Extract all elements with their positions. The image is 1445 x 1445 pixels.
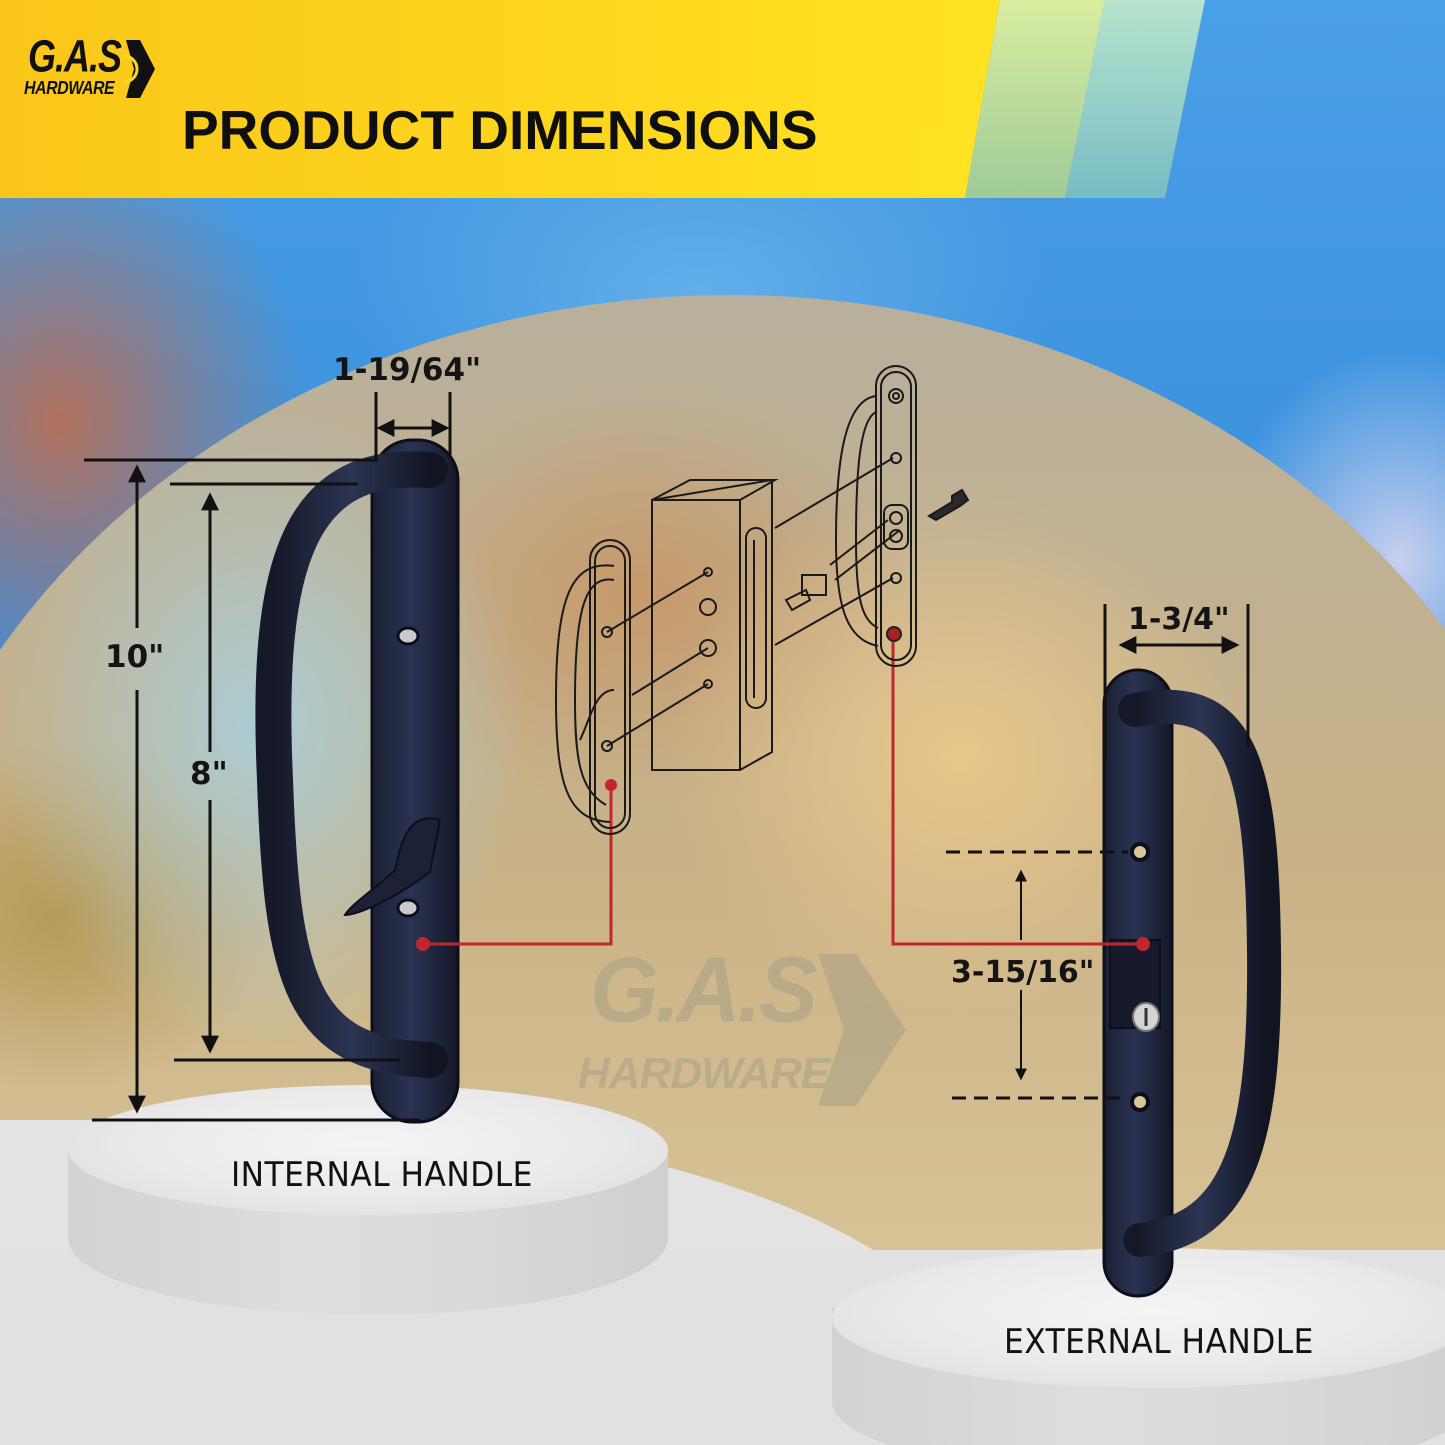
internal-dimension-lines bbox=[84, 392, 452, 1122]
internal-handle bbox=[255, 438, 460, 1124]
latch-lever-icon bbox=[343, 817, 442, 917]
banner-yellow bbox=[0, 0, 1000, 198]
dim-projection: 1-3/4" bbox=[1128, 602, 1230, 637]
dim-overall-height: 10" bbox=[105, 639, 165, 675]
screw-hole-icon bbox=[396, 626, 420, 646]
page-title: PRODUCT DIMENSIONS bbox=[182, 99, 818, 161]
screw-hole-icon bbox=[396, 898, 420, 918]
screw-hole-icon bbox=[1130, 842, 1150, 862]
logo-text-hardware: HARDWARE bbox=[24, 78, 115, 99]
pedestal-external: EXTERNAL HANDLE bbox=[832, 1248, 1445, 1445]
external-dimension-lines bbox=[946, 604, 1250, 1100]
exploded-assembly-diagram bbox=[554, 365, 970, 835]
external-handle-label: EXTERNAL HANDLE bbox=[1004, 1322, 1314, 1362]
watermark-text-hardware: HARDWARE bbox=[578, 1049, 830, 1098]
watermark-logo: G.A.S HARDWARE bbox=[578, 940, 908, 1110]
logo-text-gas: G.A.S bbox=[28, 30, 122, 82]
key-icon bbox=[927, 488, 970, 522]
dim-plate-width: 1-19/64" bbox=[333, 352, 482, 388]
external-handle bbox=[1102, 668, 1282, 1298]
watermark-arrow-icon bbox=[818, 954, 906, 1106]
dim-screw-spacing: 3-15/16" bbox=[951, 955, 1095, 990]
callout-lines bbox=[423, 626, 1143, 946]
header-banner: G.A.S HARDWARE PRODUCT DIMENSIONS bbox=[0, 0, 1445, 198]
pedestal-top bbox=[68, 1085, 668, 1215]
internal-handle-label: INTERNAL HANDLE bbox=[231, 1155, 533, 1195]
screw-hole-icon bbox=[1130, 1092, 1150, 1112]
watermark-text-gas: G.A.S bbox=[590, 937, 818, 1042]
pedestal-internal: INTERNAL HANDLE bbox=[68, 1085, 668, 1315]
dim-grip-spacing: 8" bbox=[190, 756, 228, 792]
logo-arrow-icon bbox=[123, 40, 155, 98]
brand-logo: G.A.S HARDWARE bbox=[24, 30, 156, 100]
